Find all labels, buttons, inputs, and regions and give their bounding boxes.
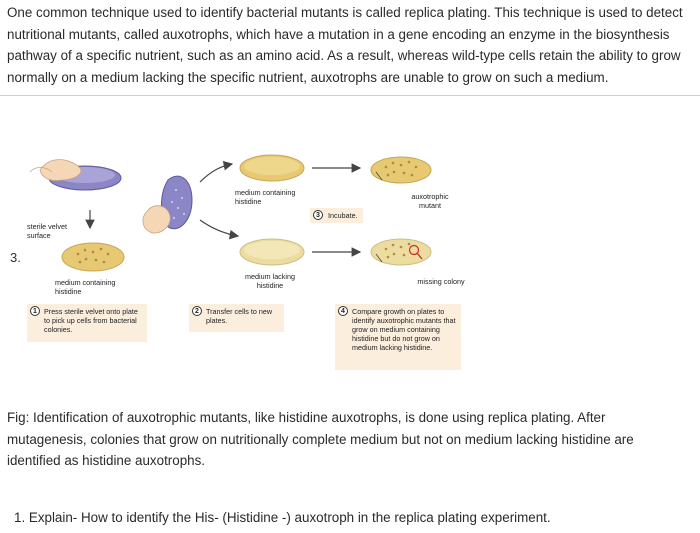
- plate-with-histidine: [240, 155, 304, 181]
- divider: [0, 95, 700, 96]
- intro-paragraph: One common technique used to identify ba…: [7, 2, 685, 88]
- result-plate-with-histidine: [371, 157, 431, 183]
- replica-plating-diagram: sterile velvet surface medium containing…: [0, 140, 700, 380]
- label-sterile-velvet: sterile velvet surface: [27, 222, 87, 240]
- label-medium-containing-top: medium containing histidine: [235, 188, 315, 206]
- step-number: 1: [30, 306, 40, 316]
- label-auxotrophic-mutant: auxotrophic mutant: [400, 192, 460, 210]
- step-text: Compare growth on plates to identify aux…: [352, 307, 457, 352]
- arrow-to-top-plate: [200, 164, 232, 182]
- question-text: 1. Explain- How to identify the His- (Hi…: [14, 510, 551, 525]
- step-number: 2: [192, 306, 202, 316]
- step-text: Transfer cells to new plates.: [206, 307, 280, 325]
- hand-with-velvet-illustration: [30, 160, 121, 190]
- step-4-box: 4 Compare growth on plates to identify a…: [335, 304, 461, 370]
- step-text: Incubate.: [328, 211, 358, 220]
- step-text: Press sterile velvet onto plate to pick …: [44, 307, 143, 334]
- step-number: 3: [313, 210, 323, 220]
- figure-caption: Fig: Identification of auxotrophic mutan…: [7, 407, 687, 472]
- master-plate: [62, 243, 124, 271]
- step-3-incubate: 3 Incubate.: [310, 208, 363, 223]
- plate-without-histidine: [240, 239, 304, 265]
- label-missing-colony: missing colony: [406, 277, 476, 286]
- step-2-box: 2 Transfer cells to new plates.: [189, 304, 284, 332]
- arrow-to-bottom-plate: [200, 220, 238, 236]
- label-medium-containing-left: medium containing histidine: [55, 278, 135, 296]
- step-number: 4: [338, 306, 348, 316]
- result-plate-without-histidine: [371, 239, 431, 265]
- velvet-transfer-illustration: [143, 176, 192, 233]
- label-medium-lacking: medium lacking histidine: [235, 272, 305, 290]
- step-1-box: 1 Press sterile velvet onto plate to pic…: [27, 304, 147, 342]
